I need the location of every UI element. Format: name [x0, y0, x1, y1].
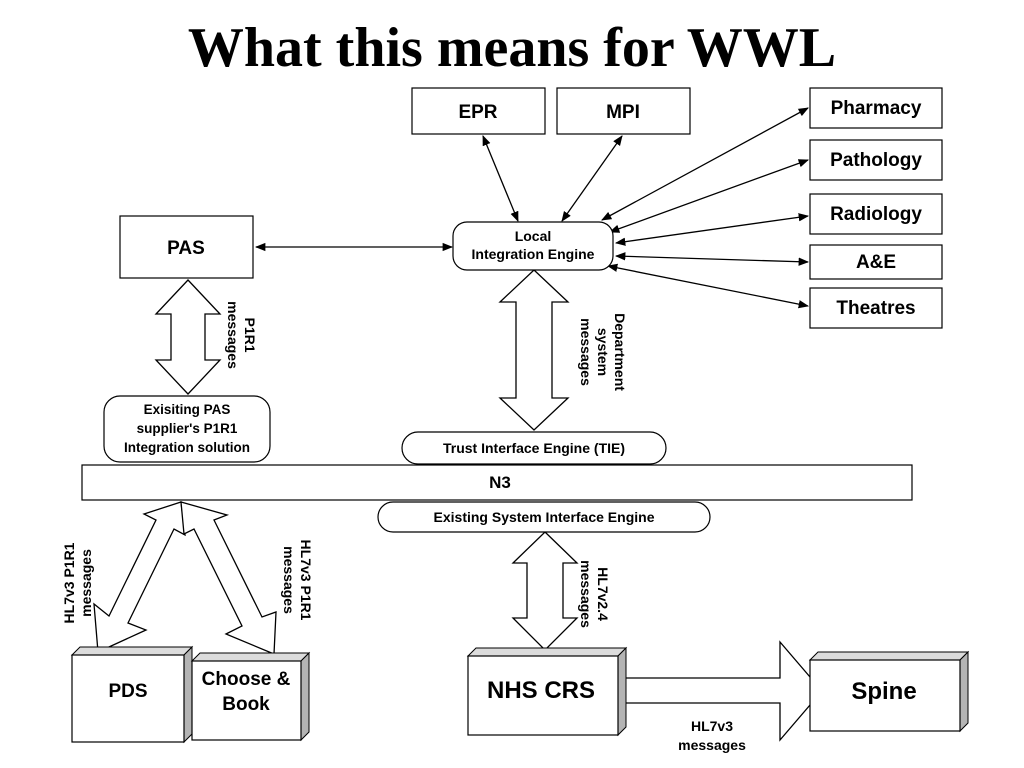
ae-label: A&E	[856, 252, 896, 273]
pathology-box	[809, 139, 943, 181]
p1r1-line-2: messages	[225, 301, 241, 369]
tie-label: Trust Interface Engine (TIE)	[443, 440, 625, 456]
pas-supplier-line-1: Exisiting PAS	[144, 402, 231, 417]
existing-engine-box	[377, 501, 711, 533]
pds-box	[71, 654, 185, 743]
hl7v3-spine-line-2: messages	[678, 737, 746, 753]
p1r1-line-1: P1R1	[242, 317, 258, 352]
choose-book-box	[191, 660, 302, 741]
mpi-connector	[561, 135, 623, 222]
pds-label: PDS	[108, 681, 147, 702]
node-epr: EPR	[411, 87, 546, 135]
nhs-crs-label: NHS CRS	[487, 677, 595, 704]
tie-box	[401, 431, 667, 465]
node-ae: A&E	[809, 244, 943, 280]
hl7v24-line-1: HL7v2.4	[595, 567, 611, 621]
local-engine-box	[452, 221, 614, 271]
label-hl7v3-mid: HL7v3 P1R1 messages	[281, 540, 314, 621]
label-hl7v3-spine: HL7v3 messages	[678, 718, 746, 753]
hl7v3-left-line-2: messages	[78, 549, 94, 617]
node-pds: PDS	[70, 645, 194, 744]
node-nhs-crs: NHS CRS	[466, 646, 628, 737]
mpi-label: MPI	[606, 102, 640, 123]
hl7v3-left-line-1: HL7v3 P1R1	[61, 542, 77, 623]
existing-engine-label: Existing System Interface Engine	[434, 509, 655, 525]
node-pas-supplier: Exisiting PAS supplier's P1R1 Integratio…	[103, 395, 271, 463]
spine-box	[809, 659, 961, 732]
pds-double-arrow	[93, 501, 186, 653]
radiology-connector	[614, 213, 810, 246]
hl7v24-double-arrow	[511, 531, 579, 651]
ae-box	[809, 244, 943, 280]
pds-box-side	[183, 645, 193, 744]
nhs-crs-box	[467, 655, 619, 736]
epr-box	[411, 87, 546, 135]
hl7v24-line-2: messages	[578, 560, 594, 628]
department-line-1: Department	[612, 313, 628, 391]
department-line-2: system	[595, 328, 611, 376]
choose-book-double-arrow	[180, 501, 277, 655]
pas-supplier-line-3: Integration solution	[124, 440, 250, 455]
node-pharmacy: Pharmacy	[809, 87, 943, 129]
department-double-arrow	[498, 269, 570, 431]
local-engine-line-2: Integration Engine	[472, 246, 595, 262]
label-department: Department system messages	[578, 313, 628, 391]
hl7v3-mid-line-1: HL7v3 P1R1	[298, 540, 314, 621]
node-spine: Spine	[808, 650, 970, 733]
node-mpi: MPI	[556, 87, 691, 135]
fat-arrows	[93, 269, 823, 742]
pas-label: PAS	[167, 238, 205, 259]
department-line-3: messages	[578, 318, 594, 386]
ae-connector	[614, 252, 810, 266]
node-choose-book: Choose & Book	[190, 651, 311, 742]
node-n3: N3	[81, 464, 913, 501]
n3-bar	[81, 464, 913, 501]
radiology-label: Radiology	[830, 204, 922, 225]
choose-book-box-side	[300, 651, 310, 742]
pharmacy-label: Pharmacy	[831, 98, 922, 119]
hl7v3-spine-line-1: HL7v3	[691, 718, 733, 734]
epr-connector	[482, 135, 519, 222]
pharmacy-box	[809, 87, 943, 129]
spine-label: Spine	[851, 678, 916, 705]
theatres-connector	[606, 263, 810, 309]
connectors	[254, 107, 810, 309]
node-tie: Trust Interface Engine (TIE)	[401, 431, 667, 465]
choose-book-line-1: Choose &	[202, 669, 291, 690]
spine-box-top	[808, 651, 970, 661]
spine-box-side	[959, 650, 969, 733]
pas-supplier-line-2: supplier's P1R1	[137, 421, 238, 436]
local-engine-line-1: Local	[515, 228, 552, 244]
node-pathology: Pathology	[809, 139, 943, 181]
mpi-box	[556, 87, 691, 135]
nhs-crs-box-side	[617, 646, 627, 737]
choose-book-line-2: Book	[222, 694, 270, 715]
choose-book-box-top	[190, 652, 311, 662]
node-existing-engine: Existing System Interface Engine	[377, 501, 711, 533]
node-pas: PAS	[119, 215, 254, 279]
label-hl7v3-left: HL7v3 P1R1 messages	[61, 542, 94, 623]
pas-double-arrow	[154, 279, 222, 395]
pathology-label: Pathology	[830, 150, 922, 171]
n3-label: N3	[489, 473, 511, 492]
node-radiology: Radiology	[809, 193, 943, 235]
node-local-engine: Local Integration Engine	[452, 221, 614, 271]
label-hl7v24: HL7v2.4 messages	[578, 560, 611, 628]
pas-box	[119, 215, 254, 279]
page-title: What this means for WWL	[188, 17, 836, 79]
theatres-box	[809, 287, 943, 329]
label-p1r1: P1R1 messages	[225, 301, 258, 369]
spine-arrow	[615, 640, 823, 742]
node-theatres: Theatres	[809, 287, 943, 329]
pas-supplier-box	[103, 395, 271, 463]
radiology-box	[809, 193, 943, 235]
pathology-connector	[609, 159, 809, 233]
theatres-label: Theatres	[836, 298, 915, 319]
pds-box-top	[70, 646, 194, 656]
epr-label: EPR	[458, 102, 497, 123]
nhs-crs-box-top	[466, 647, 628, 657]
hl7v3-mid-line-2: messages	[281, 546, 297, 614]
